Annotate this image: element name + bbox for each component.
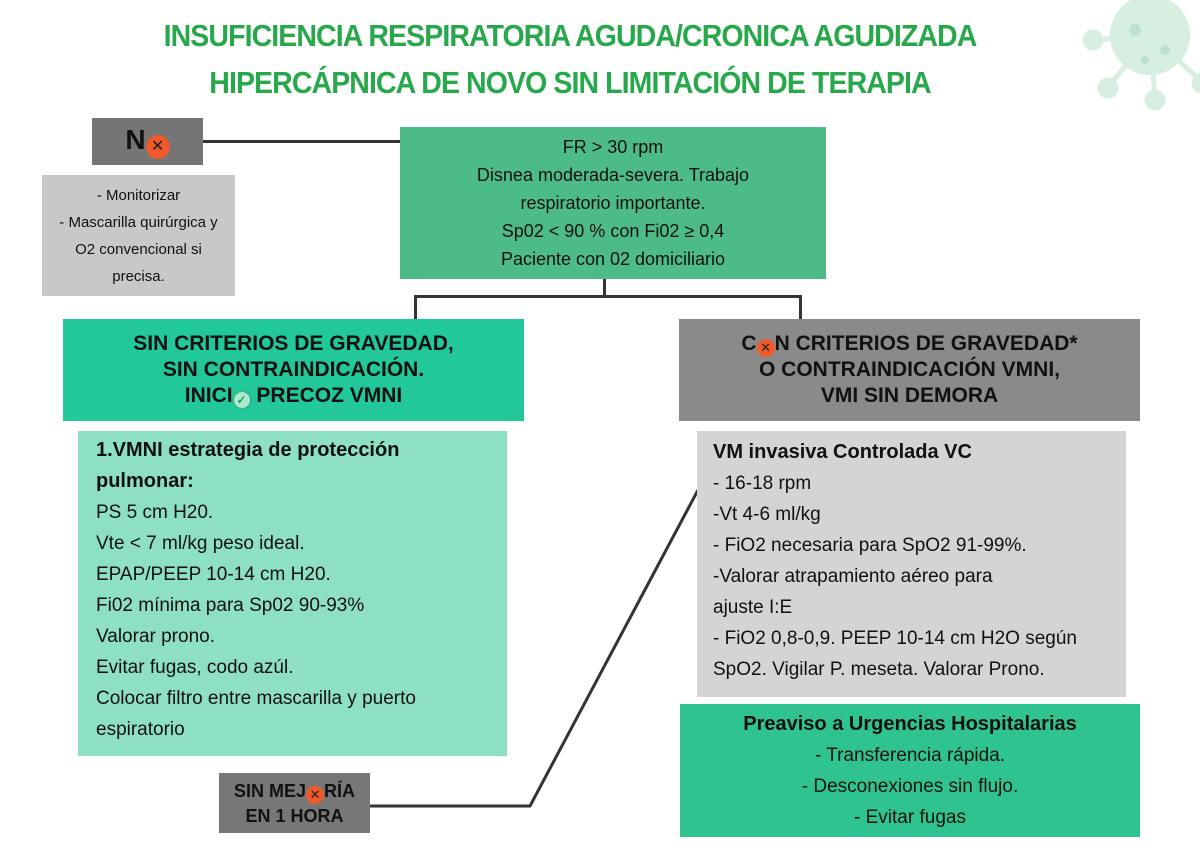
- preaviso-item: - Evitar fugas: [854, 806, 966, 828]
- vmni-item: EPAP/PEEP 10-14 cm H20.: [96, 564, 331, 585]
- no-label: N: [125, 124, 146, 155]
- severity-box: C✕N CRITERIOS DE GRAVEDAD* O CONTRAINDIC…: [679, 319, 1140, 421]
- right-branch-line: VMI SIN DEMORA: [820, 384, 999, 407]
- vmni-heading: 1.VMNI: [96, 439, 163, 461]
- vmi-item: - FiO2 necesaria para SpO2 91-99%.: [713, 535, 1027, 556]
- criterion: respiratorio importante.: [520, 193, 706, 213]
- left-branch-line: SIN CRITERIOS DE GRAVEDAD,: [133, 332, 454, 355]
- no-box: N✕: [92, 118, 203, 165]
- vmni-item: Evitar fugas, codo azúl.: [96, 657, 294, 678]
- connector-left: [414, 295, 417, 320]
- left-branch-line: PRECOZ VMNI: [250, 384, 403, 407]
- criterion: FR > 30 rpm: [562, 137, 664, 157]
- right-branch-line: C: [741, 332, 757, 355]
- no-improvement-line: SIN MEJ: [233, 780, 307, 801]
- vmni-item: Vte < 7 ml/kg peso ideal.: [96, 533, 305, 554]
- no-severity-box: SIN CRITERIOS DE GRAVEDAD, SIN CONTRAIND…: [63, 319, 524, 421]
- connector-no: [203, 140, 400, 143]
- vmni-box: 1.VMNI estrategia de protección pulmonar…: [78, 431, 507, 756]
- check-circle-icon: ✓: [232, 391, 251, 409]
- vmni-heading: pulmonar:: [96, 470, 194, 492]
- x-circle-icon: ✕: [306, 785, 325, 804]
- no-improvement-box: SIN MEJ✕RÍA EN 1 HORA: [219, 773, 370, 833]
- vmi-item: ajuste I:E: [713, 597, 793, 618]
- vmni-item: PS 5 cm H20.: [96, 502, 214, 523]
- no-action: O2 convencional si: [75, 240, 202, 258]
- vmni-item: Colocar filtro entre mascarilla y puerto: [96, 688, 416, 709]
- virus-decoration-icon: [1082, 0, 1200, 110]
- vmi-box: VM invasiva Controlada VC - 16-18 rpm -V…: [697, 431, 1126, 697]
- preaviso-box: Preaviso a Urgencias Hospitalarias - Tra…: [680, 704, 1140, 837]
- title-line-2: HIPERCÁPNICA DE NOVO SIN LIMITACIÓN DE T…: [209, 65, 931, 100]
- vmi-item: -Vt 4-6 ml/kg: [713, 504, 821, 525]
- right-branch-line: N CRITERIOS DE GRAVEDAD*: [774, 332, 1078, 355]
- right-branch-line: O CONTRAINDICACIÓN VMNI,: [759, 358, 1060, 381]
- no-action: - Monitorizar: [96, 186, 181, 204]
- vmi-heading: VM invasiva Controlada VC: [713, 441, 972, 463]
- preaviso-item: - Transferencia rápida.: [814, 744, 1006, 766]
- no-action: - Mascarilla quirúrgica y: [59, 213, 218, 231]
- x-circle-icon: ✕: [756, 339, 775, 357]
- vmni-item: Valorar prono.: [96, 626, 215, 647]
- vmi-item: - FiO2 0,8-0,9. PEEP 10-14 cm H2O según: [713, 628, 1077, 649]
- vmni-heading: estrategia de protección: [162, 439, 400, 461]
- vmni-item: espiratorio: [96, 719, 185, 740]
- preaviso-item: - Desconexiones sin flujo.: [801, 775, 1019, 797]
- no-improvement-line: RÍA: [324, 780, 356, 801]
- left-branch-line: INICI: [184, 384, 233, 407]
- vmni-item: Fi02 mínima para Sp02 90-93%: [96, 595, 365, 616]
- no-action: precisa.: [112, 267, 165, 285]
- connector-criteria-down: [603, 279, 606, 297]
- connector-right: [799, 295, 802, 320]
- no-improvement-line: EN 1 HORA: [245, 805, 344, 826]
- title-line-1: INSUFICIENCIA RESPIRATORIA AGUDA/CRONICA…: [163, 18, 978, 53]
- criterion: Sp02 < 90 % con Fi02 ≥ 0,4: [501, 221, 725, 241]
- vmi-item: - 16-18 rpm: [713, 473, 812, 494]
- criteria-box: FR > 30 rpm Disnea moderada-severa. Trab…: [400, 127, 826, 279]
- vmi-item: SpO2. Vigilar P. meseta. Valorar Prono.: [713, 659, 1045, 680]
- connector-split: [414, 295, 802, 298]
- preaviso-heading: Preaviso a Urgencias Hospitalarias: [743, 712, 1077, 735]
- criterion: Paciente con 02 domiciliario: [500, 249, 726, 269]
- x-circle-icon: ✕: [145, 135, 170, 159]
- no-actions-box: - Monitorizar - Mascarilla quirúrgica y …: [42, 175, 235, 296]
- vmi-item: -Valorar atrapamiento aéreo para: [713, 566, 993, 587]
- left-branch-line: SIN CONTRAINDICACIÓN.: [162, 358, 425, 381]
- criterion: Disnea moderada-severa. Trabajo: [476, 165, 750, 185]
